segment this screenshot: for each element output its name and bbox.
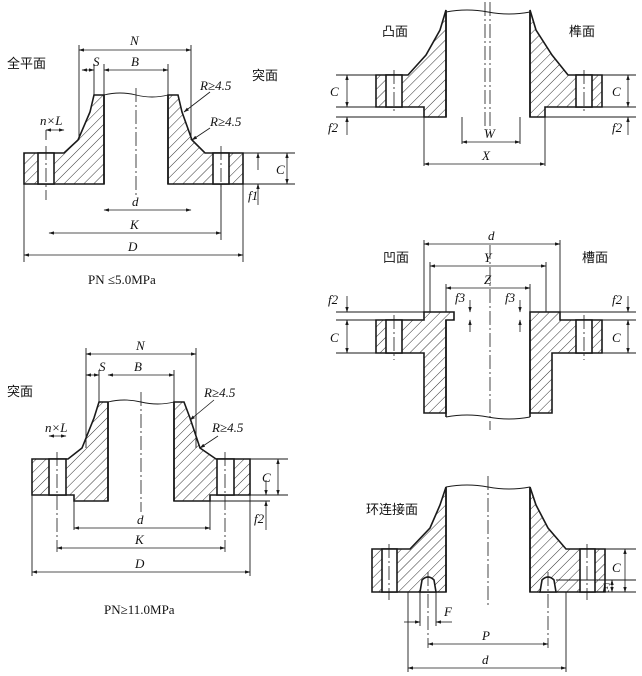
dim-C-m2: C bbox=[612, 84, 621, 99]
view-raised-flat: 全平面 突面 N S B R≥4.5 R≥4.5 n×L d K D C f1 … bbox=[7, 33, 295, 287]
title-tongue: 榫面 bbox=[569, 25, 595, 40]
dim-E: E bbox=[601, 580, 610, 595]
caption-pn110: PN≥11.0MPa bbox=[104, 602, 175, 617]
title-raised: 突面 bbox=[252, 68, 278, 84]
dim-F: F bbox=[443, 604, 453, 619]
dim-S-2: S bbox=[99, 359, 106, 374]
dim-C-r: C bbox=[612, 560, 621, 575]
dim-f3-b: f3 bbox=[505, 290, 516, 305]
dim-R: R≥4.5 bbox=[199, 78, 232, 93]
dim-d: d bbox=[132, 194, 139, 209]
dim-K-2: K bbox=[134, 532, 145, 547]
dim-f2: f2 bbox=[254, 511, 265, 526]
dim-C-2: C bbox=[262, 470, 271, 485]
title-groove: 槽面 bbox=[582, 251, 608, 266]
dim-C-m1: C bbox=[330, 84, 339, 99]
dim-f3-a: f3 bbox=[455, 290, 466, 305]
dim-nL: n×L bbox=[40, 113, 63, 128]
dim-f2-m1: f2 bbox=[328, 120, 339, 135]
dim-f2-f2: f2 bbox=[612, 292, 623, 307]
dim-N: N bbox=[129, 33, 140, 48]
title-female: 凹面 bbox=[383, 251, 409, 266]
dim-Y: Y bbox=[484, 250, 493, 265]
dim-N-2: N bbox=[135, 338, 146, 353]
dim-X: X bbox=[481, 148, 491, 163]
dim-R2-2: R≥4.5 bbox=[211, 420, 244, 435]
dim-K: K bbox=[129, 217, 140, 232]
view-male-tongue: 凸面 榫面 C C f2 f2 W X bbox=[328, 2, 636, 166]
caption-pn50: PN ≤5.0MPa bbox=[88, 272, 156, 287]
title-ring-joint: 环连接面 bbox=[366, 502, 418, 518]
dim-W: W bbox=[484, 126, 496, 141]
dim-D: D bbox=[127, 239, 138, 254]
view-female-groove: 凹面 槽面 d Y Z f3 f3 f2 f2 C C bbox=[328, 228, 636, 430]
dim-C-f1: C bbox=[330, 330, 339, 345]
dim-d-f: d bbox=[488, 228, 495, 243]
dim-B: B bbox=[131, 54, 139, 69]
dim-f2-m2: f2 bbox=[612, 120, 623, 135]
dim-nL-2: n×L bbox=[45, 420, 68, 435]
dim-C-f2: C bbox=[612, 330, 621, 345]
dim-f1: f1 bbox=[248, 188, 258, 203]
dim-f2-f1: f2 bbox=[328, 292, 339, 307]
title-flat: 全平面 bbox=[7, 56, 46, 72]
view-raised-high: 突面 N S B R≥4.5 R≥4.5 n×L d K D C f2 PN≥1… bbox=[7, 338, 288, 617]
dim-R2: R≥4.5 bbox=[209, 114, 242, 129]
dim-d-2: d bbox=[137, 512, 144, 527]
dim-C: C bbox=[276, 162, 285, 177]
dim-Z: Z bbox=[484, 272, 492, 287]
dim-D-2: D bbox=[134, 556, 145, 571]
title-male: 凸面 bbox=[382, 25, 408, 40]
dim-d-r: d bbox=[482, 652, 489, 667]
dim-S: S bbox=[93, 54, 100, 69]
dim-P: P bbox=[481, 628, 490, 643]
title-raised-high: 突面 bbox=[7, 384, 33, 400]
view-ring-joint: 环连接面 C E F P d bbox=[366, 476, 636, 672]
dim-B-2: B bbox=[134, 359, 142, 374]
dim-R-2: R≥4.5 bbox=[203, 385, 236, 400]
